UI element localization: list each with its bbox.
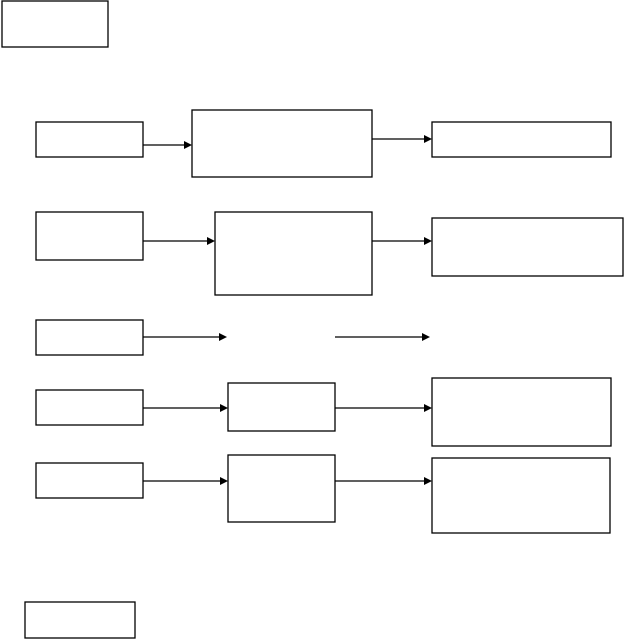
row4-process-box bbox=[227, 382, 336, 432]
row5-input-to-process-arrow bbox=[143, 477, 228, 485]
row1-process-box bbox=[191, 109, 373, 178]
row3-first-arrow bbox=[143, 333, 227, 341]
row5-output-box bbox=[431, 457, 611, 534]
row1-input-to-process-arrow bbox=[143, 141, 192, 149]
row5-process-to-output-arrow bbox=[335, 477, 432, 485]
row4-output-box bbox=[431, 377, 612, 447]
row4-input-to-process-arrow bbox=[143, 404, 228, 412]
row1-input-box bbox=[35, 121, 144, 158]
row1-process-to-output-arrow bbox=[372, 135, 432, 143]
bottom-left-box bbox=[24, 601, 136, 639]
row2-process-to-output-arrow bbox=[372, 237, 432, 245]
row5-process-box bbox=[227, 454, 336, 523]
row4-input-box bbox=[35, 389, 144, 426]
row2-output-box bbox=[431, 217, 624, 277]
row5-input-box bbox=[35, 462, 144, 499]
top-left-box bbox=[1, 0, 109, 48]
row2-input-to-process-arrow bbox=[143, 237, 215, 245]
row2-process-box bbox=[214, 211, 373, 296]
row3-second-arrow bbox=[335, 333, 430, 341]
row1-output-box bbox=[431, 121, 612, 158]
row2-input-box bbox=[35, 211, 144, 261]
row4-process-to-output-arrow bbox=[335, 404, 432, 412]
row3-input-box bbox=[35, 319, 144, 356]
